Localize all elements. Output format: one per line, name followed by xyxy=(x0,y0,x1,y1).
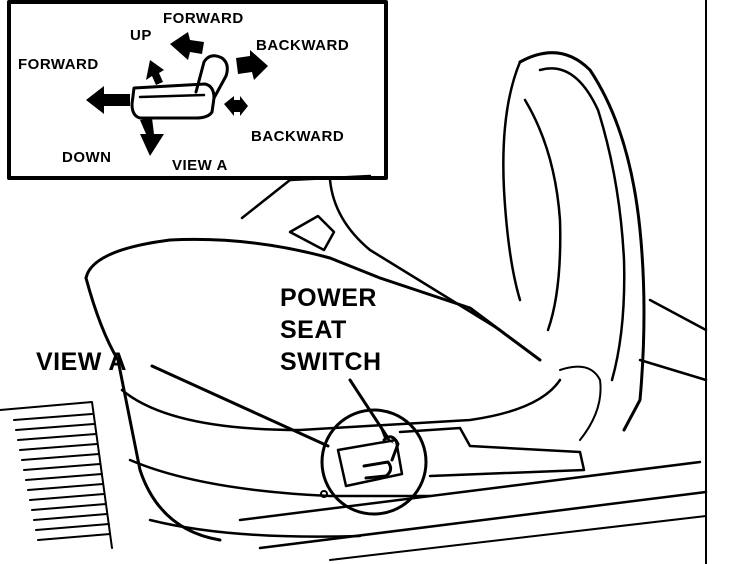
switch-leader-line xyxy=(348,378,390,440)
callout-seat: SEAT xyxy=(280,316,347,344)
power-seat-switch xyxy=(336,435,404,488)
forward-top-arrow xyxy=(170,32,204,60)
callout-power: POWER xyxy=(280,284,377,312)
label-down: DOWN xyxy=(62,149,112,166)
inset-frame xyxy=(7,0,388,180)
seat-tab xyxy=(288,214,336,252)
callout-view-a: VIEW A xyxy=(36,348,127,376)
inset-seat-icon xyxy=(130,54,229,120)
view-a-leader-line xyxy=(150,364,330,448)
up-arrow xyxy=(146,60,164,85)
label-forward-left: FORWARD xyxy=(18,56,99,73)
seat-cushion-outline xyxy=(84,237,542,362)
label-view-a-inset: VIEW A xyxy=(172,157,228,174)
floor-hatching xyxy=(0,401,113,549)
seat-side-trim xyxy=(398,426,586,478)
switch-highlight-circle xyxy=(320,408,428,516)
main-seat-drawing: VIEW A POWER SEAT SWITCH xyxy=(0,0,708,564)
seat-back-outline xyxy=(518,51,646,432)
backward-top-arrow xyxy=(236,50,268,80)
forward-left-arrow xyxy=(86,86,130,114)
callout-switch: SWITCH xyxy=(280,348,382,376)
down-arrow xyxy=(140,118,164,156)
label-forward-top: FORWARD xyxy=(163,10,244,27)
backward-bottom-arrow xyxy=(224,96,248,116)
label-backward-top: BACKWARD xyxy=(256,37,349,54)
view-a-inset: UP FORWARD BACKWARD FORWARD BACKWARD DOW… xyxy=(7,0,388,180)
label-up: UP xyxy=(130,27,152,44)
label-backward-bottom: BACKWARD xyxy=(251,128,344,145)
